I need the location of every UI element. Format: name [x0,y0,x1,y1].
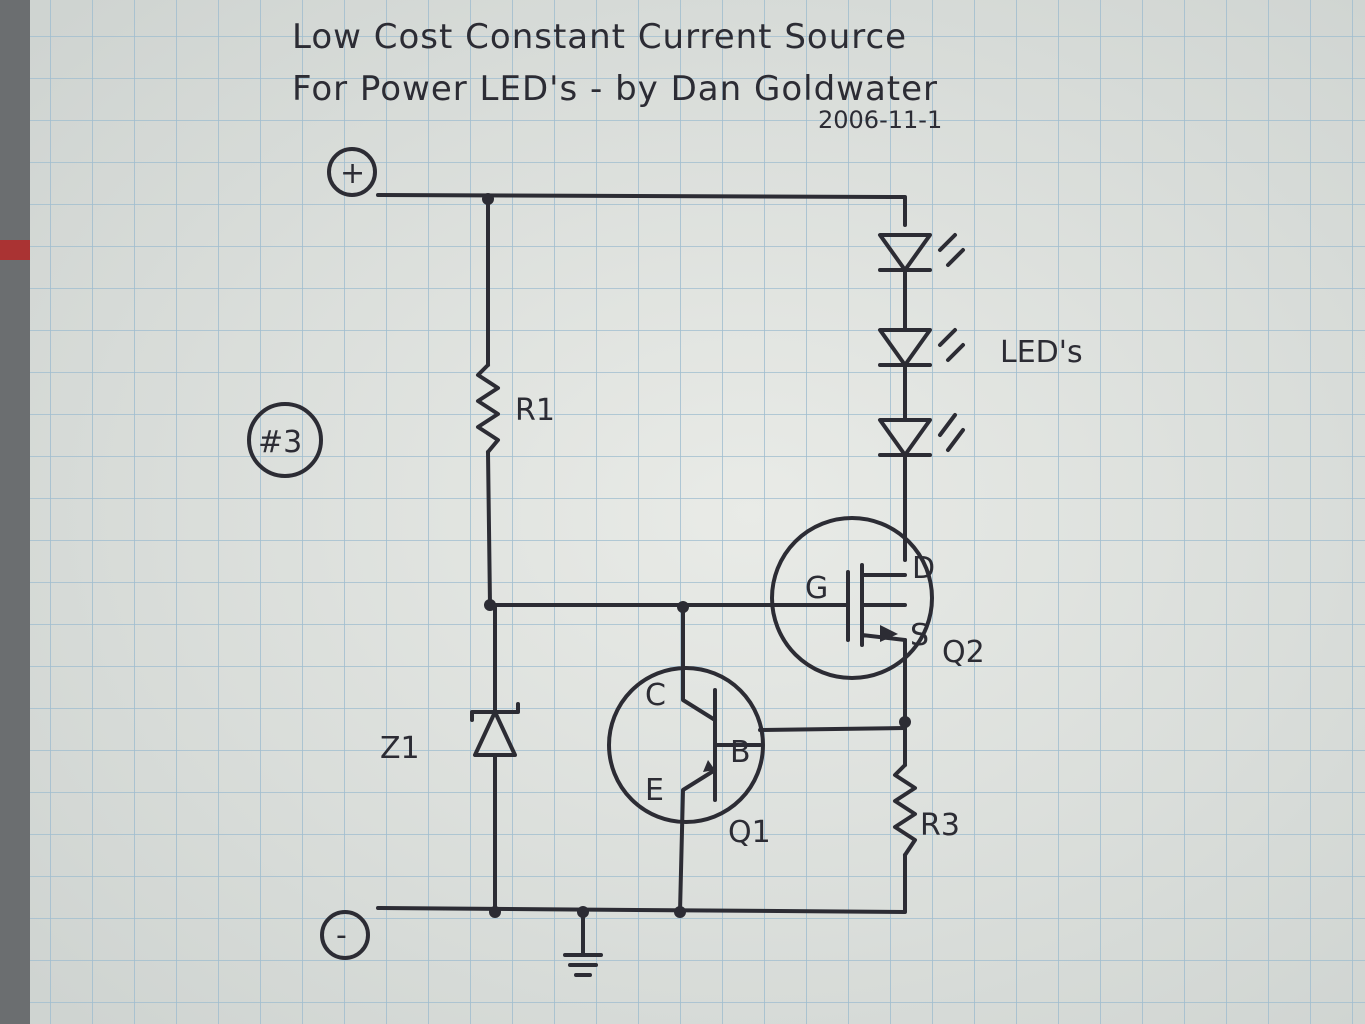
svg-text:G: G [805,571,828,606]
ground-symbol [563,910,603,977]
svg-text:+: + [340,156,365,191]
svg-text:Q1: Q1 [728,815,771,850]
junction-dots [482,193,911,918]
notebook-edge [0,0,30,1024]
svg-text:B: B [730,735,751,770]
svg-text:Q2: Q2 [942,635,985,670]
resistor-r1: R1 [476,363,555,454]
svg-text:-: - [336,918,347,953]
transistor-q1: C B E Q1 [607,666,771,850]
svg-text:S: S [910,618,929,653]
led-string: LED's [878,233,1083,457]
svg-text:D: D [912,551,935,586]
svg-text:Z1: Z1 [380,731,420,766]
positive-terminal: + [327,147,377,197]
title-line-2: For Power LED's - by Dan Goldwater [292,69,938,109]
negative-terminal: - [320,910,370,960]
svg-text:R3: R3 [920,808,960,843]
leds-label: LED's [1000,335,1083,370]
svg-text:#3: #3 [258,425,302,460]
date: 2006-11-1 [818,106,942,134]
svg-text:C: C [645,678,666,713]
svg-text:E: E [645,773,664,808]
title-line-1: Low Cost Constant Current Source [292,17,907,57]
red-binding-mark [0,240,30,260]
wires [376,193,907,914]
resistor-r3: R3 [893,763,960,857]
mosfet-q2: G D S Q2 [770,516,985,680]
zener-diode-z1: Z1 [380,702,520,766]
circuit-number: #3 [247,402,323,478]
svg-text:R1: R1 [515,393,555,428]
